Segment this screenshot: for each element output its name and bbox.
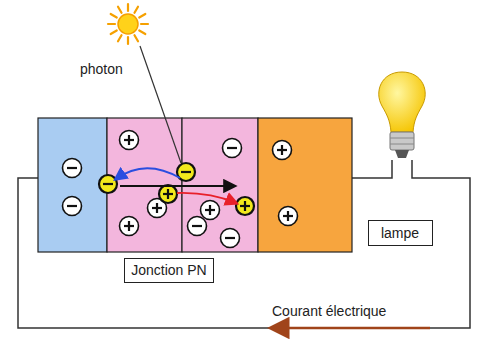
sun-disc <box>118 14 138 34</box>
lamp-icon <box>379 72 425 158</box>
positive-charge <box>120 217 139 236</box>
positive-charge <box>159 185 177 203</box>
positive-charge <box>236 197 254 215</box>
sun-ray <box>139 14 145 18</box>
sun-ray <box>118 35 122 41</box>
current-label: Courant électrique <box>272 303 386 319</box>
negative-charge <box>63 159 82 178</box>
sun-ray <box>118 7 122 13</box>
junction-label-box: Jonction PN <box>124 258 214 283</box>
negative-charge <box>223 139 242 158</box>
negative-charge <box>188 217 207 236</box>
current-arrow <box>272 327 430 330</box>
sun-ray <box>111 31 117 35</box>
sun-ray <box>127 37 129 44</box>
sun-ray <box>141 23 148 25</box>
hole-arrow <box>177 193 236 203</box>
sun-ray <box>127 4 129 11</box>
photon-ray <box>140 46 181 163</box>
positive-charge <box>279 207 298 226</box>
sun-ray <box>108 23 115 25</box>
photon-label: photon <box>80 61 123 77</box>
p-contact-region <box>258 118 352 252</box>
positive-charge <box>273 141 292 160</box>
sun <box>108 4 148 44</box>
field-arrow <box>120 185 234 187</box>
sun-ray <box>135 7 139 13</box>
wire <box>352 160 392 178</box>
n-contact-region <box>38 118 107 252</box>
negative-charge <box>221 229 240 248</box>
charges <box>63 131 298 248</box>
sun-ray <box>139 31 145 35</box>
p-region <box>182 118 258 252</box>
sun-ray <box>135 35 139 41</box>
positive-charge <box>120 131 139 150</box>
sun-ray <box>111 14 117 18</box>
electron-arrow <box>116 168 180 179</box>
lamp-label-box: lampe <box>368 220 433 246</box>
positive-charge <box>201 201 220 220</box>
negative-charge <box>99 175 117 193</box>
box-label: lampe <box>381 225 419 241</box>
n-region <box>107 118 182 252</box>
box-label: Jonction PN <box>131 262 206 278</box>
negative-charge <box>63 197 82 216</box>
